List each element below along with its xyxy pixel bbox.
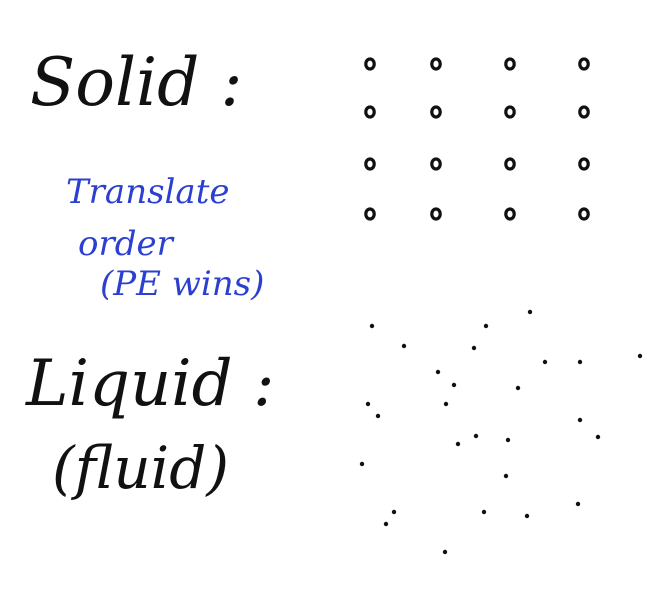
liquid-particle [443,401,449,407]
liquid-particle [369,323,375,329]
solid-label: Solid : [30,44,243,121]
lattice-dot [578,105,590,119]
liquid-particle [577,417,583,423]
solid-lattice [364,57,590,221]
fluid-label: (fluid) [52,434,229,502]
liquid-particle [637,353,643,359]
liquid-particle [577,359,583,365]
lattice-dot [578,157,590,171]
liquid-particle [451,382,457,388]
lattice-dot [578,57,590,71]
liquid-particle [471,345,477,351]
liquid-particle [365,401,371,407]
liquid-label: Liquid : [25,347,275,421]
lattice-dot [364,57,376,71]
liquid-particle [524,513,530,519]
liquid-particle [542,359,548,365]
lattice-dot [364,105,376,119]
liquid-particle [575,501,581,507]
liquid-particle [483,323,489,329]
lattice-dot [430,207,442,221]
liquid-particle [595,434,601,440]
lattice-dot [364,157,376,171]
annotation-line-3: (PE wins) [100,264,264,304]
lattice-dot [364,207,376,221]
liquid-particle [503,473,509,479]
liquid-particle [435,369,441,375]
lattice-dot [504,157,516,171]
lattice-dot [504,57,516,71]
liquid-particles [359,309,643,555]
annotation-line-2: order [78,224,175,264]
liquid-particle [375,413,381,419]
liquid-particle [515,385,521,391]
liquid-particle [481,509,487,515]
lattice-dot [430,57,442,71]
liquid-particle [383,521,389,527]
liquid-particle [359,461,365,467]
liquid-particle [527,309,533,315]
lattice-dot [578,207,590,221]
liquid-particle [455,441,461,447]
lattice-dot [504,207,516,221]
liquid-particle [391,509,397,515]
liquid-particle [442,549,448,555]
lattice-dot [504,105,516,119]
liquid-particle [505,437,511,443]
lattice-dot [430,157,442,171]
liquid-particle [473,433,479,439]
lattice-dot [430,105,442,119]
liquid-particle [401,343,407,349]
annotation-line-1: Translate [66,172,229,212]
